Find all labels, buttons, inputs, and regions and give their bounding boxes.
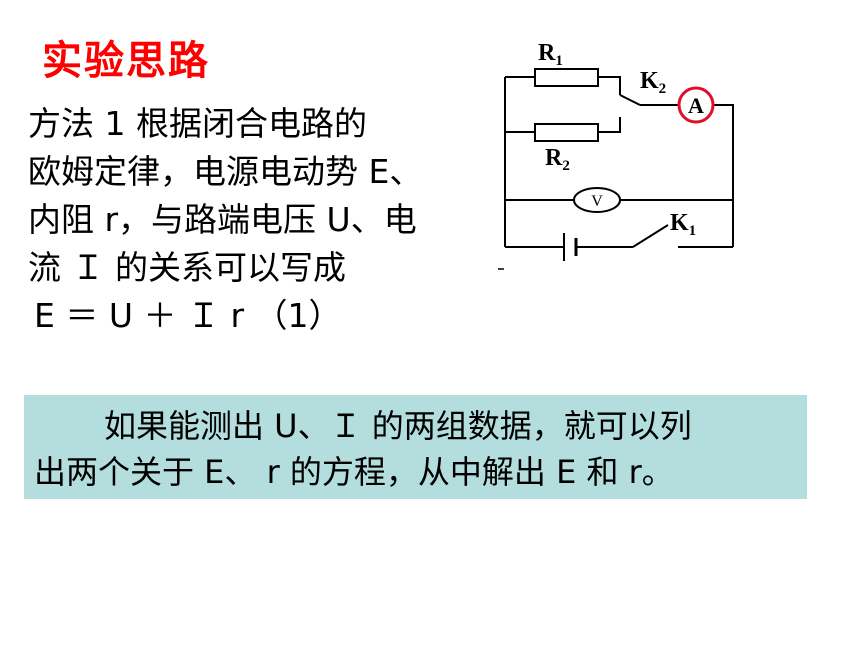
conclusion-box: 如果能测出 U、Ｉ 的两组数据，就可以列 出两个关于 E、 r 的方程，从中解出…: [24, 395, 807, 499]
switch-k2: [619, 94, 641, 106]
circuit-diagram: V A R1 R2 K2 K1: [498, 40, 734, 270]
paragraph-line-2: 欧姆定律，电源电动势 E、: [28, 152, 423, 191]
k2-subscript: 2: [659, 81, 667, 97]
r1-subscript: 1: [555, 53, 563, 69]
method-paragraph: 方法 1 根据闭合电路的 欧姆定律，电源电动势 E、 内阻 r，与路端电压 U、…: [28, 100, 488, 340]
k1-subscript: 1: [689, 223, 697, 239]
conclusion-line-2: 出两个关于 E、 r 的方程，从中解出 E 和 r。: [34, 453, 674, 491]
r1-label: R: [538, 40, 556, 66]
equation-1: E ＝ U ＋ Ｉ r （1）: [34, 296, 342, 335]
r2-branch-wire: [505, 117, 621, 133]
switch-k1: [632, 224, 669, 248]
voltmeter-label: V: [591, 193, 603, 210]
k1-label: K: [670, 210, 689, 236]
paragraph-line-4: 流 Ｉ 的关系可以写成: [28, 248, 346, 287]
svg-text:R1: R1: [538, 40, 563, 69]
slide-title: 实验思路: [42, 38, 210, 84]
r1-branch-wire: [505, 76, 621, 95]
svg-text:R2: R2: [545, 145, 570, 174]
r2-label: R: [545, 145, 563, 171]
paragraph-line-3: 内阻 r，与路端电压 U、电: [28, 200, 417, 239]
ammeter-label: A: [688, 93, 704, 118]
k2-label: K: [640, 68, 659, 94]
voltmeter-icon: [573, 187, 621, 213]
resistor-r1: [534, 68, 599, 87]
ammeter-icon: [677, 86, 715, 124]
conclusion-line-1: 如果能测出 U、Ｉ 的两组数据，就可以列: [104, 407, 692, 445]
r2-subscript: 2: [562, 158, 570, 174]
resistor-r2: [534, 123, 599, 142]
svg-text:K2: K2: [640, 68, 666, 97]
paragraph-line-1: 方法 1 根据闭合电路的: [28, 104, 367, 143]
svg-text:K1: K1: [670, 210, 696, 239]
